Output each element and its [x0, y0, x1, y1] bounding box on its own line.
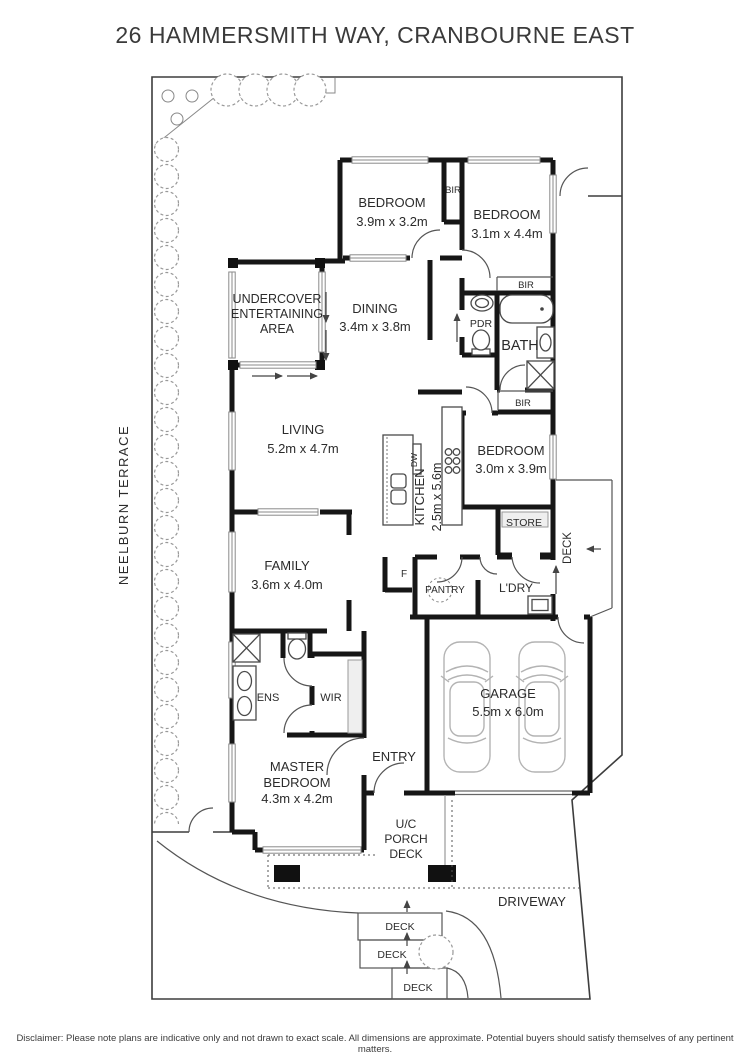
- label-kitchen-dims: 2.5m x 5.6m: [430, 463, 444, 532]
- label-deck2: DECK: [377, 949, 406, 961]
- label-garage-dims: 5.5m x 6.0m: [472, 704, 544, 719]
- label-family-name: FAMILY: [264, 558, 310, 573]
- label-ens: ENS: [257, 692, 280, 704]
- doors: [283, 229, 585, 794]
- label-master-2: BEDROOM: [263, 775, 330, 790]
- page-title: 26 HAMMERSMITH WAY, CRANBOURNE EAST: [115, 22, 635, 48]
- storage-shelves: [347, 511, 549, 734]
- label-bir-lower: BIR: [515, 398, 531, 409]
- room-labels: BEDROOM 3.9m x 3.2m BEDROOM 3.1m x 4.4m …: [231, 185, 574, 994]
- label-deck3: DECK: [403, 982, 432, 994]
- bath-fixtures: [470, 294, 555, 390]
- label-driveway: DRIVEWAY: [498, 894, 566, 909]
- label-pantry: PANTRY: [425, 585, 465, 596]
- label-store: STORE: [506, 517, 542, 529]
- label-dining-name: DINING: [352, 301, 398, 316]
- label-bedroom2-name: BEDROOM: [473, 207, 540, 222]
- label-bedroom1-name: BEDROOM: [358, 195, 425, 210]
- car-right: [515, 641, 569, 773]
- label-dishwasher: DW: [409, 453, 419, 467]
- street-label: NEELBURN TERRACE: [116, 425, 131, 585]
- side-deck: [556, 479, 613, 618]
- site-boundary: [151, 76, 623, 1000]
- label-living-name: LIVING: [282, 422, 325, 437]
- label-garage-name: GARAGE: [480, 686, 536, 701]
- label-bir-top: BIR: [445, 185, 461, 196]
- label-wir: WIR: [320, 692, 341, 704]
- label-pdr: PDR: [470, 318, 493, 330]
- label-laundry: L'DRY: [499, 581, 533, 595]
- label-bir-hall: BIR: [518, 280, 534, 291]
- label-living-dims: 5.2m x 4.7m: [267, 441, 339, 456]
- label-deck-side: DECK: [562, 532, 574, 564]
- label-entry: ENTRY: [372, 749, 416, 764]
- ensuite-fixtures: [232, 632, 307, 721]
- label-porch-3: DECK: [389, 847, 422, 861]
- label-kitchen-name: KITCHEN: [412, 468, 427, 525]
- label-dining-dims: 3.4m x 3.8m: [339, 319, 411, 334]
- posts: [228, 258, 456, 882]
- label-deck1: DECK: [385, 921, 414, 933]
- porch-area: [267, 795, 583, 889]
- label-fridge: F: [401, 569, 407, 580]
- disclaimer-text: Disclaimer: Please note plans are indica…: [16, 1033, 734, 1055]
- label-bath: BATH: [501, 338, 539, 354]
- rear-decks: [357, 910, 502, 1000]
- garden-trees: [153, 73, 327, 824]
- windows: [228, 156, 557, 854]
- label-porch-1: U/C: [396, 817, 417, 831]
- laundry-trough: [527, 595, 553, 615]
- car-left: [440, 641, 494, 773]
- label-bedroom1-dims: 3.9m x 3.2m: [356, 214, 428, 229]
- label-porch-2: PORCH: [384, 832, 427, 846]
- garage-door: [455, 789, 572, 797]
- label-master-1: MASTER: [270, 759, 324, 774]
- label-family-dims: 3.6m x 4.0m: [251, 577, 323, 592]
- label-master-dims: 4.3m x 4.2m: [261, 791, 333, 806]
- label-bedroom2-dims: 3.1m x 4.4m: [471, 226, 543, 241]
- label-undercover-3: AREA: [260, 322, 295, 336]
- label-bedroom3-name: BEDROOM: [477, 443, 544, 458]
- label-bedroom3-dims: 3.0m x 3.9m: [475, 461, 547, 476]
- kitchen-fixtures: [382, 406, 463, 603]
- direction-arrows: [252, 292, 601, 974]
- label-undercover-2: ENTERTAINING: [231, 307, 323, 321]
- label-undercover-1: UNDERCOVER: [233, 292, 322, 306]
